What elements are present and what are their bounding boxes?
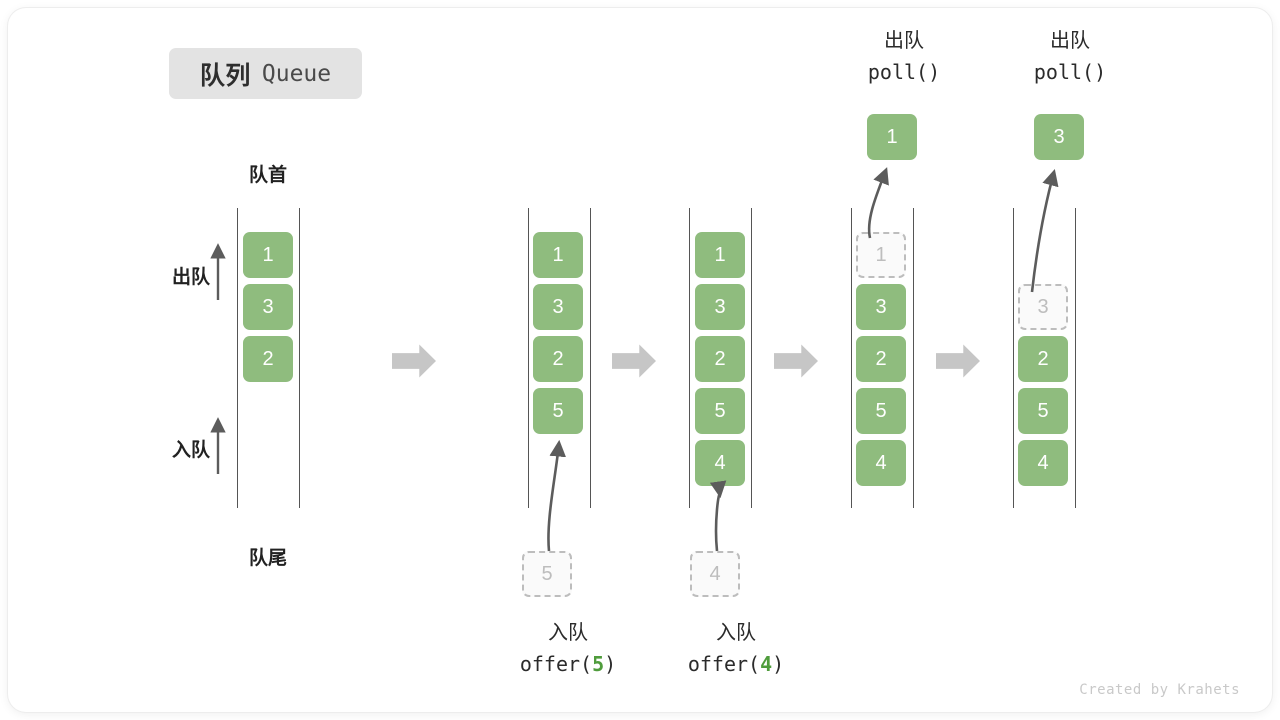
queue-rail-poll-3-left <box>1013 208 1014 508</box>
credit-text: Created by Krahets <box>1079 682 1240 698</box>
popped-item-poll-3: 3 <box>1034 114 1084 160</box>
queue-rail-initial-queue-left <box>237 208 238 508</box>
queue-item-after-offer-5-2: 2 <box>533 336 583 382</box>
title-english: Queue <box>261 60 332 87</box>
queue-item-after-offer-5-3: 5 <box>533 388 583 434</box>
queue-item-after-offer-4-4: 4 <box>695 440 745 486</box>
queue-item-poll-3-2: 2 <box>1018 336 1068 382</box>
queue-item-after-offer-4-0: 1 <box>695 232 745 278</box>
dequeue-caption-code-poll-3: poll() <box>1033 60 1107 84</box>
queue-head-label: 队首 <box>248 165 287 186</box>
queue-item-poll-3-4: 4 <box>1018 440 1068 486</box>
enqueue-caption-offer-5: 入队 offer(5) <box>458 620 678 678</box>
queue-item-after-offer-5-1: 3 <box>533 284 583 330</box>
queue-rail-poll-1-left <box>851 208 852 508</box>
enqueue-side-label: 入队 <box>171 440 210 461</box>
queue-rail-after-offer-5-left <box>528 208 529 508</box>
dequeue-side-label: 出队 <box>171 267 210 288</box>
dequeue-caption-cn-poll-3: 出队 <box>1050 30 1090 52</box>
queue-item-poll-1-2: 2 <box>856 336 906 382</box>
queue-rail-after-offer-4-left <box>689 208 690 508</box>
queue-item-poll-1-0: 1 <box>856 232 906 278</box>
enqueue-ghost-offer-4: 4 <box>690 551 740 597</box>
title-chip: 队列 Queue <box>169 48 362 99</box>
queue-item-initial-queue-2: 2 <box>243 336 293 382</box>
queue-item-initial-queue-1: 3 <box>243 284 293 330</box>
queue-item-after-offer-4-1: 3 <box>695 284 745 330</box>
enqueue-caption-code-offer-5: offer(5) <box>519 652 617 676</box>
queue-tail-label: 队尾 <box>248 548 287 569</box>
queue-rail-after-offer-5-right <box>590 208 591 508</box>
queue-item-initial-queue-0: 1 <box>243 232 293 278</box>
queue-item-poll-1-4: 4 <box>856 440 906 486</box>
dequeue-caption-poll-1: 出队 poll() <box>804 28 1004 86</box>
enqueue-caption-code-offer-4: offer(4) <box>687 652 785 676</box>
enqueue-caption-offer-4: 入队 offer(4) <box>626 620 846 678</box>
dequeue-caption-poll-3: 出队 poll() <box>970 28 1170 86</box>
enqueue-caption-cn-offer-5: 入队 <box>548 622 588 644</box>
queue-item-poll-3-3: 5 <box>1018 388 1068 434</box>
dequeue-caption-code-poll-1: poll() <box>867 60 941 84</box>
queue-item-after-offer-4-2: 2 <box>695 336 745 382</box>
queue-item-after-offer-5-0: 1 <box>533 232 583 278</box>
popped-item-poll-1: 1 <box>867 114 917 160</box>
queue-rail-initial-queue-right <box>299 208 300 508</box>
queue-item-after-offer-4-3: 5 <box>695 388 745 434</box>
enqueue-caption-cn-offer-4: 入队 <box>716 622 756 644</box>
queue-item-poll-3-1: 3 <box>1018 284 1068 330</box>
title-chinese: 队列 <box>199 61 251 90</box>
queue-rail-poll-1-right <box>913 208 914 508</box>
dequeue-caption-cn-poll-1: 出队 <box>884 30 924 52</box>
enqueue-ghost-offer-5: 5 <box>522 551 572 597</box>
queue-rail-after-offer-4-right <box>751 208 752 508</box>
queue-item-poll-1-1: 3 <box>856 284 906 330</box>
queue-item-poll-1-3: 5 <box>856 388 906 434</box>
queue-rail-poll-3-right <box>1075 208 1076 508</box>
